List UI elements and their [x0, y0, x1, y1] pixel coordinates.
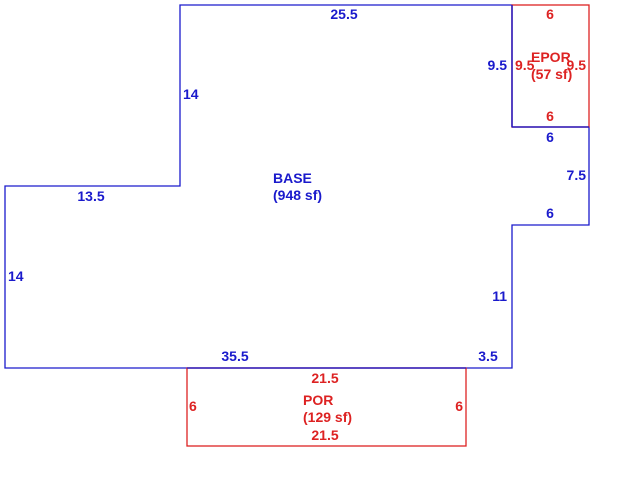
por-name-label: POR [303, 392, 333, 408]
dim-base-right-upper: 9.5 [488, 57, 508, 73]
dim-epor-top: 6 [546, 6, 554, 22]
base-area-label: (948 sf) [273, 187, 322, 203]
dim-base-left-side: 14 [8, 268, 24, 284]
dim-epor-bottom: 6 [546, 108, 554, 124]
dim-por-bottom: 21.5 [311, 427, 338, 443]
dim-base-bottom-right: 3.5 [478, 348, 498, 364]
dim-base-notch-bottom: 6 [546, 205, 554, 221]
dim-base-right-lower: 11 [492, 288, 507, 304]
dim-base-upper-left-side: 14 [183, 86, 199, 102]
dim-por-top: 21.5 [311, 370, 338, 386]
dim-base-notch-side: 7.5 [567, 167, 587, 183]
dim-por-right: 6 [455, 398, 463, 414]
dim-base-bottom: 35.5 [221, 348, 248, 364]
por-area-label: (129 sf) [303, 409, 352, 425]
epor-area-label: (57 sf) [531, 66, 572, 82]
dim-base-step: 13.5 [77, 188, 104, 204]
epor-name-label: EPOR [531, 49, 571, 65]
dim-por-left: 6 [189, 398, 197, 414]
dim-epor-left: 9.5 [515, 57, 535, 73]
dim-base-top: 25.5 [330, 6, 357, 22]
dim-base-notch-top: 6 [546, 129, 554, 145]
dim-epor-right: 9.5 [567, 57, 587, 73]
base-name-label: BASE [273, 170, 312, 186]
